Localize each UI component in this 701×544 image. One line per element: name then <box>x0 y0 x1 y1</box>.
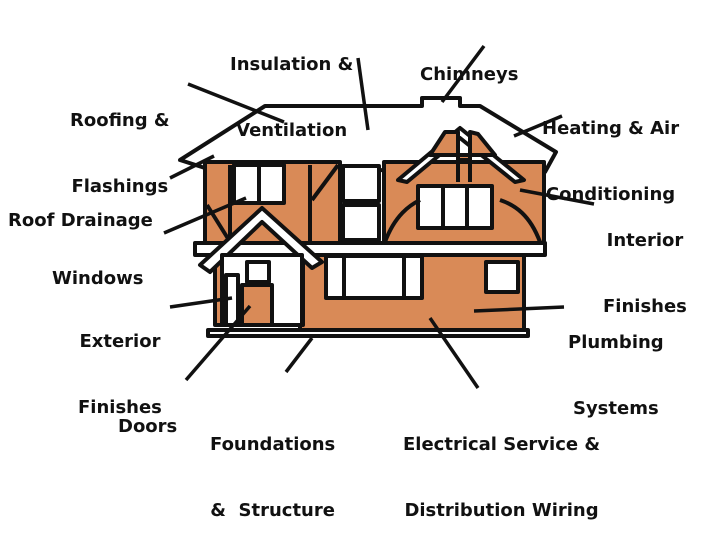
leader-drainage <box>169 154 215 180</box>
leader-doors <box>184 304 252 382</box>
upper-window-center-top <box>341 164 381 203</box>
upper-window-center-bottom <box>341 203 381 242</box>
leader-chimneys <box>440 44 486 104</box>
leader-heating <box>513 114 563 138</box>
leader-interior <box>519 188 595 206</box>
window-arch <box>383 198 421 243</box>
door-window <box>245 260 271 284</box>
leader-insulation <box>356 57 370 131</box>
window-arch-right <box>499 198 542 243</box>
leader-foundations <box>284 336 314 374</box>
leader-roofing <box>187 82 285 124</box>
house-illustration <box>163 44 595 389</box>
label-insulation-ventilation: Insulation & Ventilation <box>230 54 354 141</box>
label-heating-air-conditioning: Heating & Air Conditioning <box>542 118 680 205</box>
leader-plumbing <box>473 305 565 313</box>
label-roof-drainage: Roof Drainage <box>8 210 153 231</box>
right-gable <box>396 126 526 184</box>
label-windows: Windows <box>52 268 144 289</box>
ground-window-center <box>324 254 424 300</box>
front-door <box>240 283 274 327</box>
label-foundations-structure: Foundations & Structure <box>210 434 336 521</box>
label-electrical-service-wiring: Electrical Service & Distribution Wiring <box>403 434 601 521</box>
house-diagram: Insulation & Ventilation Chimneys Roofin… <box>8 44 687 521</box>
label-plumbing-systems: Plumbing Systems <box>568 332 664 419</box>
foundation <box>206 328 530 338</box>
label-exterior-finishes: Exterior Finishes <box>78 331 162 418</box>
leader-windows <box>163 196 247 235</box>
label-doors: Doors <box>118 416 178 437</box>
upper-window-right <box>416 184 494 230</box>
leader-exterior <box>169 296 233 309</box>
label-interior-finishes: Interior Finishes <box>603 230 687 317</box>
label-roofing-flashings: Roofing & Flashings <box>70 110 170 197</box>
timber-diag-2 <box>310 163 340 202</box>
label-chimneys: Chimneys <box>420 64 519 85</box>
ground-window-right <box>484 260 520 294</box>
leader-electrical <box>428 317 480 389</box>
porch-gable <box>198 206 324 274</box>
